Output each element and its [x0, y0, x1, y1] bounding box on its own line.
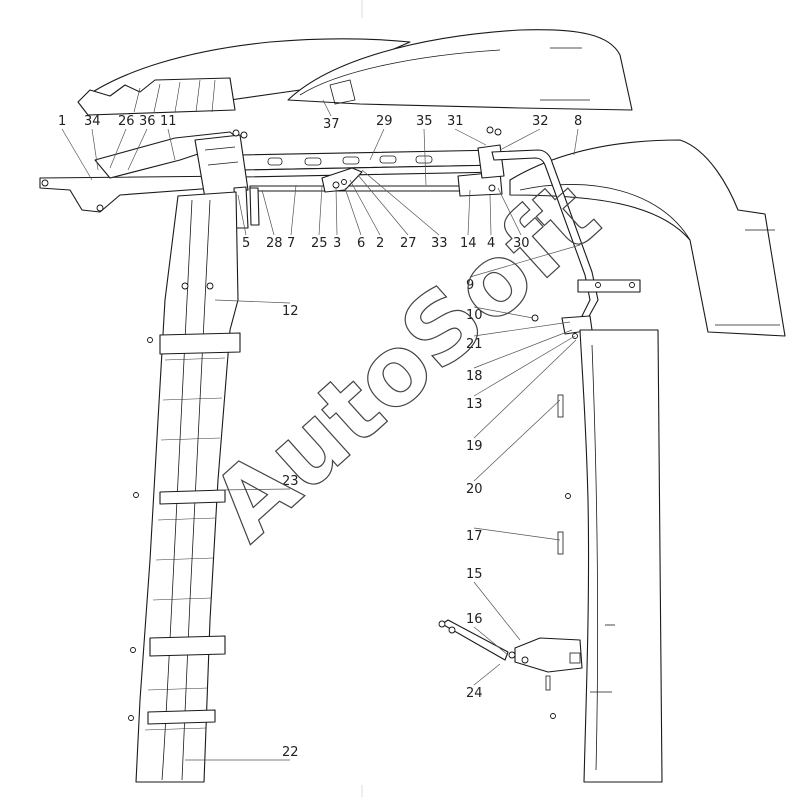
callout-label-14: 14: [460, 236, 477, 251]
callout-label-20: 20: [466, 482, 483, 497]
callout-label-27: 27: [400, 236, 417, 251]
leader-line-20: [473, 399, 561, 482]
callout-label-6: 6: [357, 236, 365, 251]
callout-label-32: 32: [532, 114, 549, 129]
part-15-lower-mount-arm: [438, 619, 583, 691]
callout-label-23: 23: [282, 474, 299, 489]
leader-line-13: [473, 335, 576, 397]
callout-label-17: 17: [466, 529, 483, 544]
part-2-clamp: [321, 167, 363, 193]
leader-line-10: [473, 306, 534, 319]
leader-line-29: [369, 128, 385, 161]
callout-label-24: 24: [466, 686, 483, 701]
leader-line-17: [473, 527, 561, 541]
callout-label-5: 5: [242, 236, 250, 251]
leader-line-5: [237, 194, 247, 236]
part-17-right-mudflap: [550, 329, 663, 783]
callout-label-34: 34: [84, 114, 101, 129]
leader-line-6: [344, 187, 362, 236]
callout-label-7: 7: [287, 236, 295, 251]
callout-label-29: 29: [376, 114, 393, 129]
leader-line-23: [214, 488, 291, 491]
part-9-tube-bracket: [491, 149, 641, 319]
callout-label-3: 3: [333, 236, 341, 251]
leader-line-9: [469, 244, 581, 278]
leader-line-32: [499, 128, 541, 151]
callout-label-36: 36: [139, 114, 156, 129]
callout-label-30: 30: [513, 236, 530, 251]
leader-line-34: [91, 128, 99, 171]
leader-line-35: [423, 128, 427, 186]
leader-line-3: [335, 187, 338, 236]
leader-line-14: [467, 189, 471, 236]
callout-label-1: 1: [58, 114, 66, 129]
callout-label-2: 2: [376, 236, 384, 251]
callout-label-35: 35: [416, 114, 433, 129]
part-5-bracket: [233, 186, 260, 229]
leader-line-28: [261, 189, 275, 236]
callout-label-25: 25: [311, 236, 328, 251]
callout-label-15: 15: [466, 567, 483, 582]
part-37-fender-shell-left: [77, 38, 411, 116]
leader-line-33: [361, 169, 440, 236]
leader-line-30: [497, 187, 522, 236]
leader-line-25: [318, 185, 323, 236]
callout-label-10: 10: [466, 308, 483, 323]
callout-label-12: 12: [282, 304, 299, 319]
leader-line-16: [473, 626, 509, 656]
callout-label-31: 31: [447, 114, 464, 129]
leader-line-11: [167, 128, 176, 161]
leader-line-21: [473, 321, 571, 337]
callout-label-4: 4: [487, 236, 495, 251]
callout-label-19: 19: [466, 439, 483, 454]
part-22-left-mudflap: [128, 191, 241, 783]
callout-label-18: 18: [466, 369, 483, 384]
callout-label-21: 21: [466, 337, 483, 352]
callout-label-9: 9: [466, 278, 474, 293]
part-35-lower-rod: [249, 185, 471, 192]
callout-label-13: 13: [466, 397, 483, 412]
leader-line-2: [349, 179, 381, 236]
leader-line-1: [61, 128, 93, 181]
part-29-cross-beam: [239, 149, 503, 178]
callout-label-16: 16: [466, 612, 483, 627]
leader-line-18: [473, 329, 573, 369]
leader-line-37: [322, 99, 332, 117]
part-11-mount-bracket: [194, 129, 249, 199]
leader-line-15: [473, 581, 521, 641]
callout-label-26: 26: [118, 114, 135, 129]
part-37-fender-shell-right: [287, 29, 633, 111]
part-8-right-fender: [509, 139, 786, 337]
callout-label-33: 33: [431, 236, 448, 251]
callout-label-22: 22: [282, 745, 299, 760]
leader-line-26: [109, 128, 127, 169]
leader-line-4: [489, 194, 492, 236]
callout-label-11: 11: [160, 114, 177, 129]
leader-line-24: [473, 663, 501, 686]
leader-line-27: [357, 174, 409, 236]
leader-line-8: [573, 128, 579, 156]
leader-line-12: [214, 299, 291, 304]
callout-label-8: 8: [574, 114, 582, 129]
callout-label-37: 37: [323, 117, 340, 132]
leader-line-31: [454, 128, 487, 146]
part-14-end-bracket: [457, 126, 505, 197]
callout-label-28: 28: [266, 236, 283, 251]
leader-line-19: [473, 339, 577, 439]
leader-line-7: [290, 184, 297, 236]
leader-line-36: [127, 128, 148, 171]
